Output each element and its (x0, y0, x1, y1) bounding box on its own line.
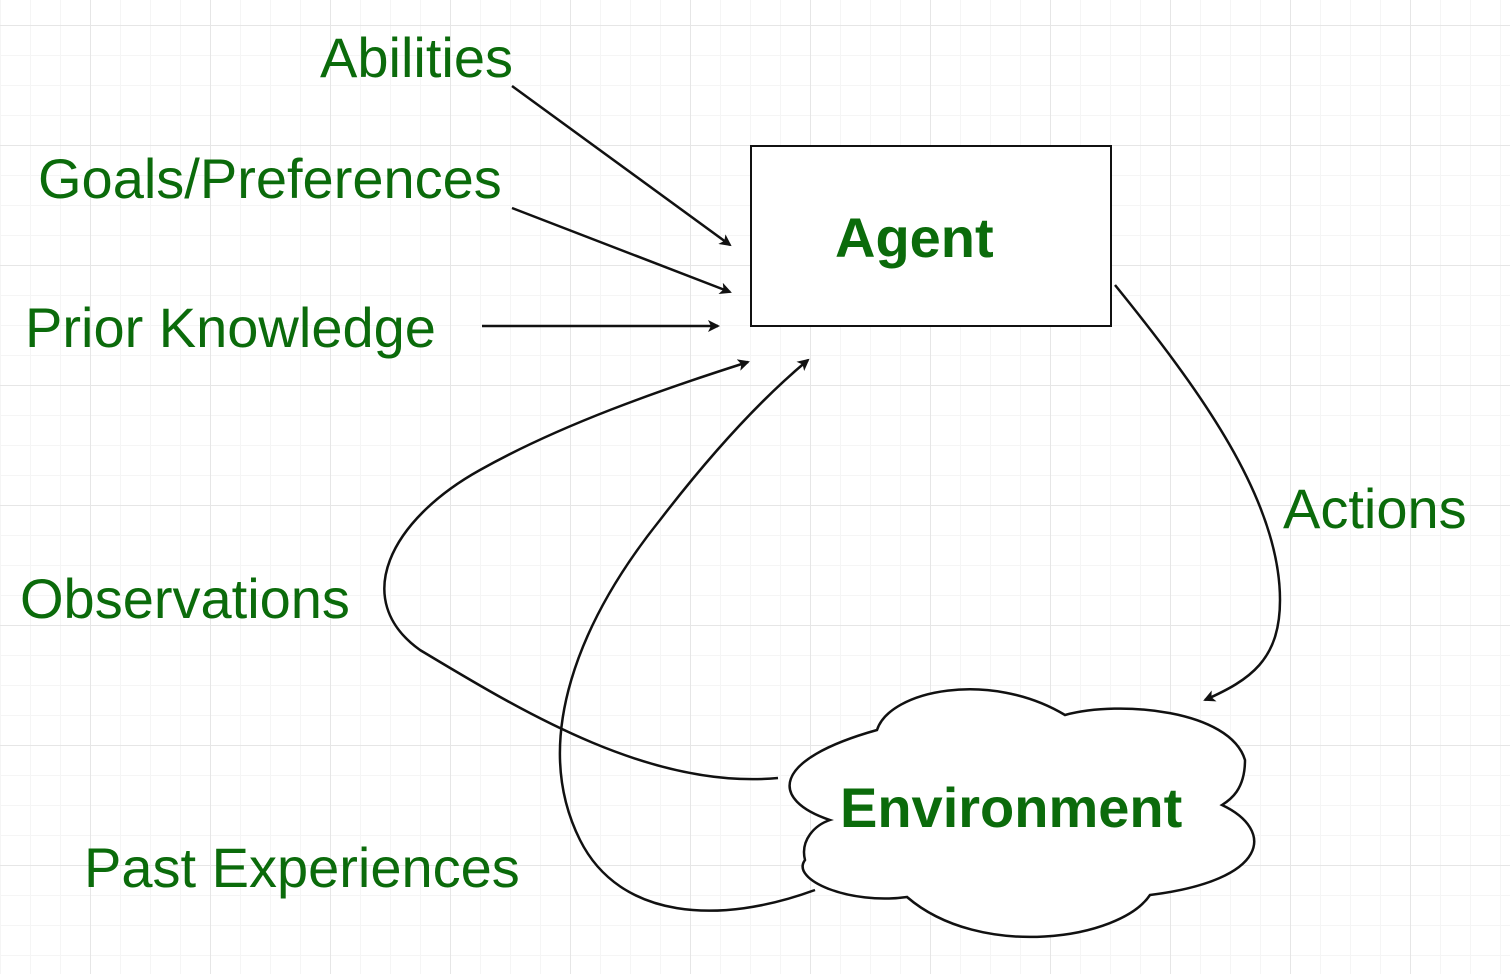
agent-box[interactable] (750, 145, 1112, 327)
arrow-actions (1114, 284, 1282, 702)
label-past-experiences: Past Experiences (84, 836, 520, 899)
environment-cloud[interactable] (788, 688, 1256, 939)
arrow-abilities (511, 84, 732, 247)
label-abilities: Abilities (320, 26, 513, 89)
label-prior-knowledge: Prior Knowledge (25, 296, 436, 359)
arrow-observations (383, 359, 779, 781)
label-goals-preferences: Goals/Preferences (38, 147, 502, 210)
label-actions: Actions (1283, 477, 1467, 540)
arrow-past-experiences (558, 358, 816, 912)
environment-label: Environment (840, 776, 1183, 839)
label-observations: Observations (20, 567, 350, 630)
arrow-goals (511, 206, 732, 295)
agent-label: Agent (835, 206, 994, 269)
